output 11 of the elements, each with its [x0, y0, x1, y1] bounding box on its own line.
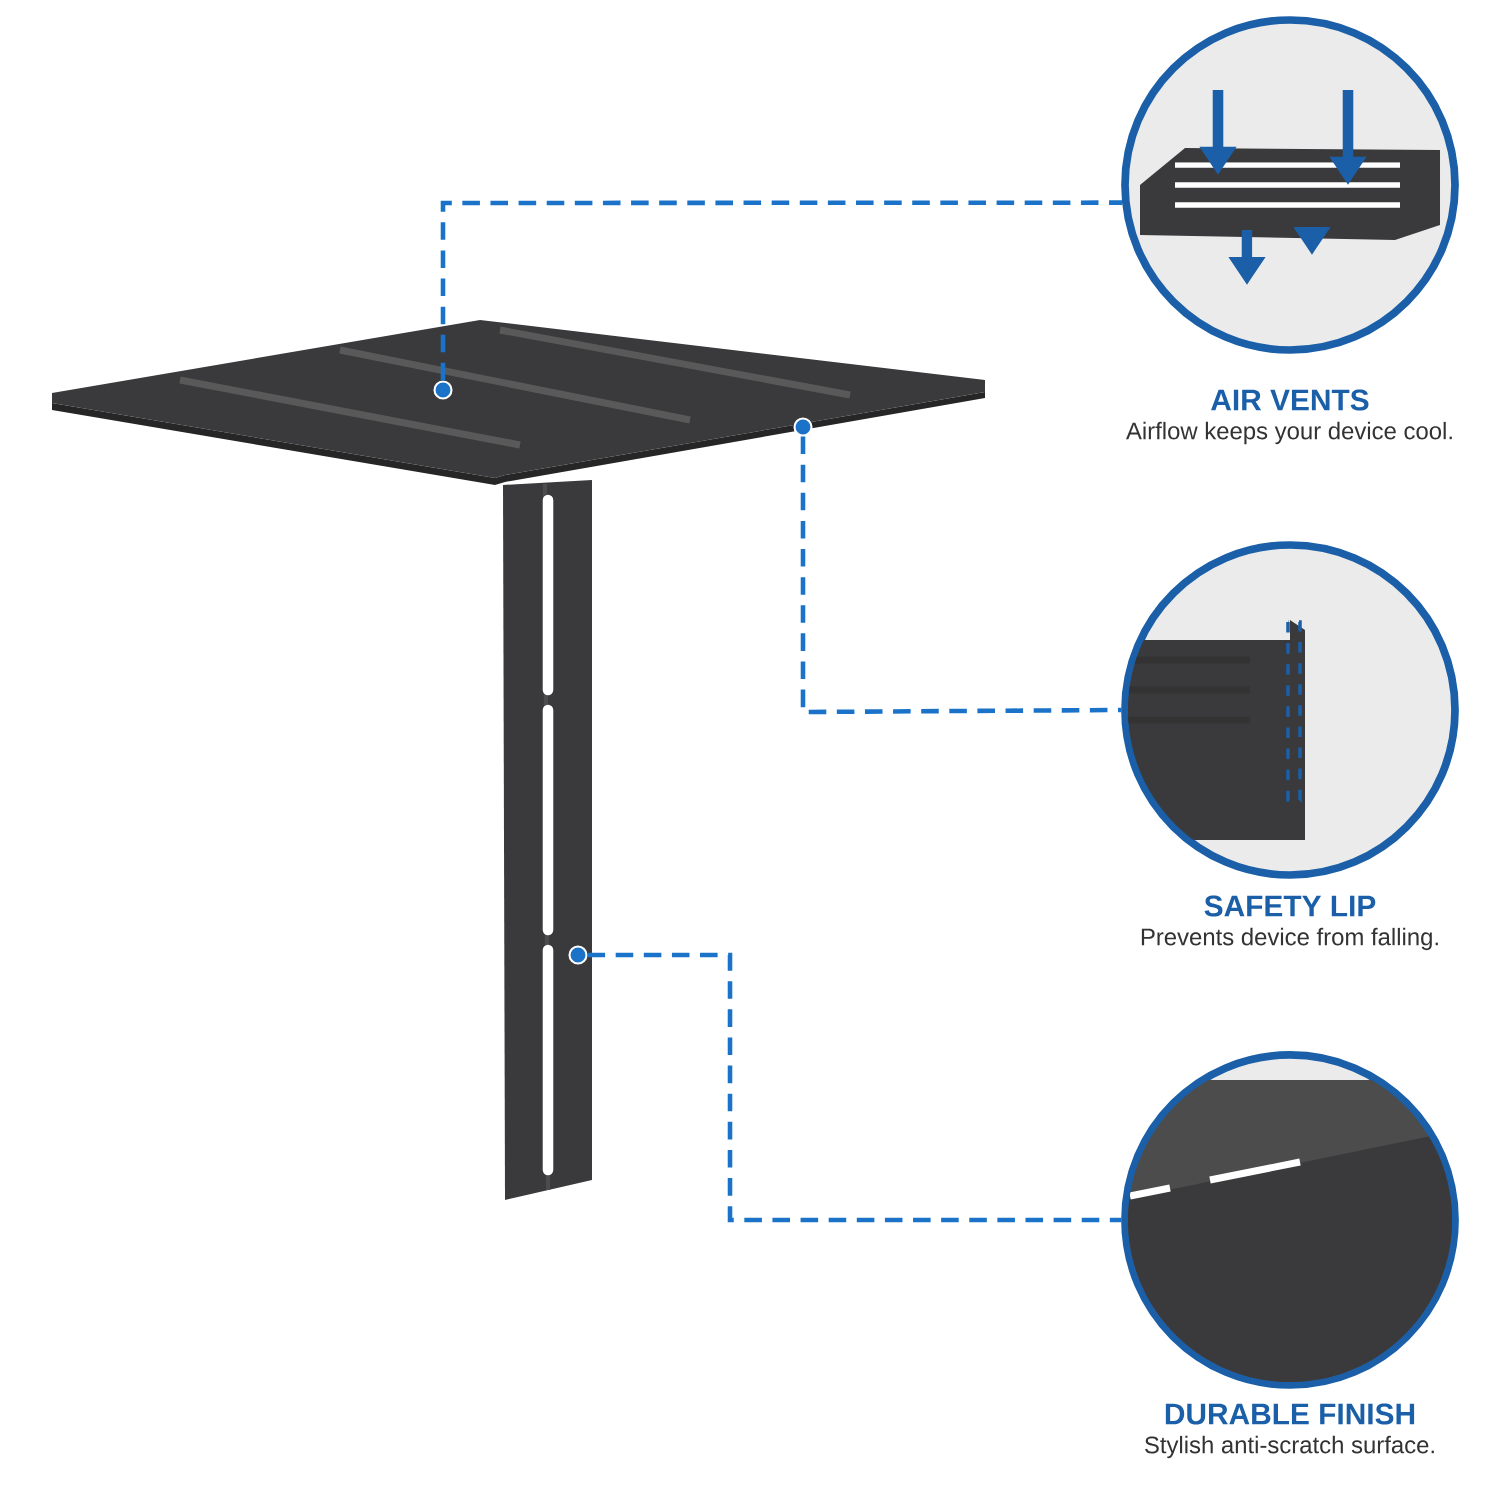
leader-line [440, 200, 1123, 381]
feature-description: Stylish anti-scratch surface. [1145, 1435, 1434, 1459]
feature-title: AIR VENTS [1211, 389, 1369, 411]
marker-dot [433, 380, 453, 400]
marker-dot [568, 945, 588, 965]
feature-description: Prevents device from falling. [1141, 927, 1438, 951]
leader-line [800, 436, 1122, 715]
leader-line [587, 952, 1122, 1223]
feature-description: Airflow keeps your device cool. [1126, 421, 1452, 445]
feature-title: SAFETY LIP [1204, 895, 1376, 917]
feature-title: DURABLE FINISH [1165, 1403, 1415, 1425]
